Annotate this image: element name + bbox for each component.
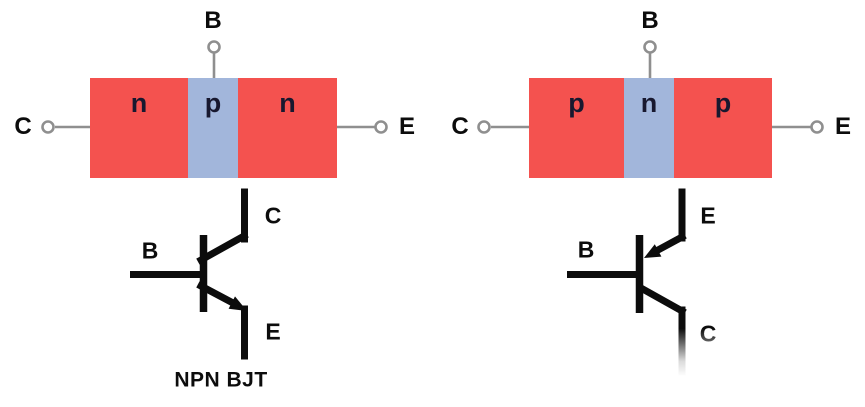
pnp-emitter-arrowhead xyxy=(644,244,662,258)
pnp-symbol xyxy=(567,188,687,376)
npn-collector-label: C xyxy=(14,113,32,140)
npn-region-p-middle: p xyxy=(188,78,238,178)
npn-emitter-label: E xyxy=(398,113,416,140)
pnp-symbol-emitter-label: E xyxy=(700,202,716,229)
npn-region-n-left: n xyxy=(90,78,188,178)
pnp-collector-terminal-circle xyxy=(477,120,491,134)
npn-region-n-right: n xyxy=(238,78,337,178)
pnp-base-label: B xyxy=(641,7,659,34)
npn-emitter-terminal-circle xyxy=(374,120,388,134)
npn-symbol-base-label: B xyxy=(141,237,159,264)
npn-base-terminal-circle xyxy=(207,40,221,54)
pnp-region-n-middle: n xyxy=(624,78,674,178)
pnp-block-leads xyxy=(477,40,824,134)
npn-block-leads xyxy=(41,40,388,134)
pnp-region-p-right: p xyxy=(674,78,772,178)
pnp-symbol-collector-label: C xyxy=(699,320,717,347)
npn-base-label: B xyxy=(204,7,222,34)
npn-junction-block: n p n xyxy=(90,78,337,178)
pnp-emitter-terminal-circle xyxy=(810,120,824,134)
pnp-region-p-left: p xyxy=(529,78,624,178)
npn-symbol-collector-label: C xyxy=(264,202,282,229)
pnp-base-terminal-circle xyxy=(643,40,657,54)
pnp-collector-label: C xyxy=(451,113,469,140)
npn-symbol-caption: NPN BJT xyxy=(174,368,268,392)
pnp-emitter-label: E xyxy=(834,113,852,140)
npn-symbol-emitter-label: E xyxy=(265,318,281,345)
npn-symbol xyxy=(130,188,249,360)
pnp-symbol-base-label: B xyxy=(577,236,595,263)
npn-collector-terminal-circle xyxy=(41,120,55,134)
pnp-junction-block: p n p xyxy=(529,78,772,178)
